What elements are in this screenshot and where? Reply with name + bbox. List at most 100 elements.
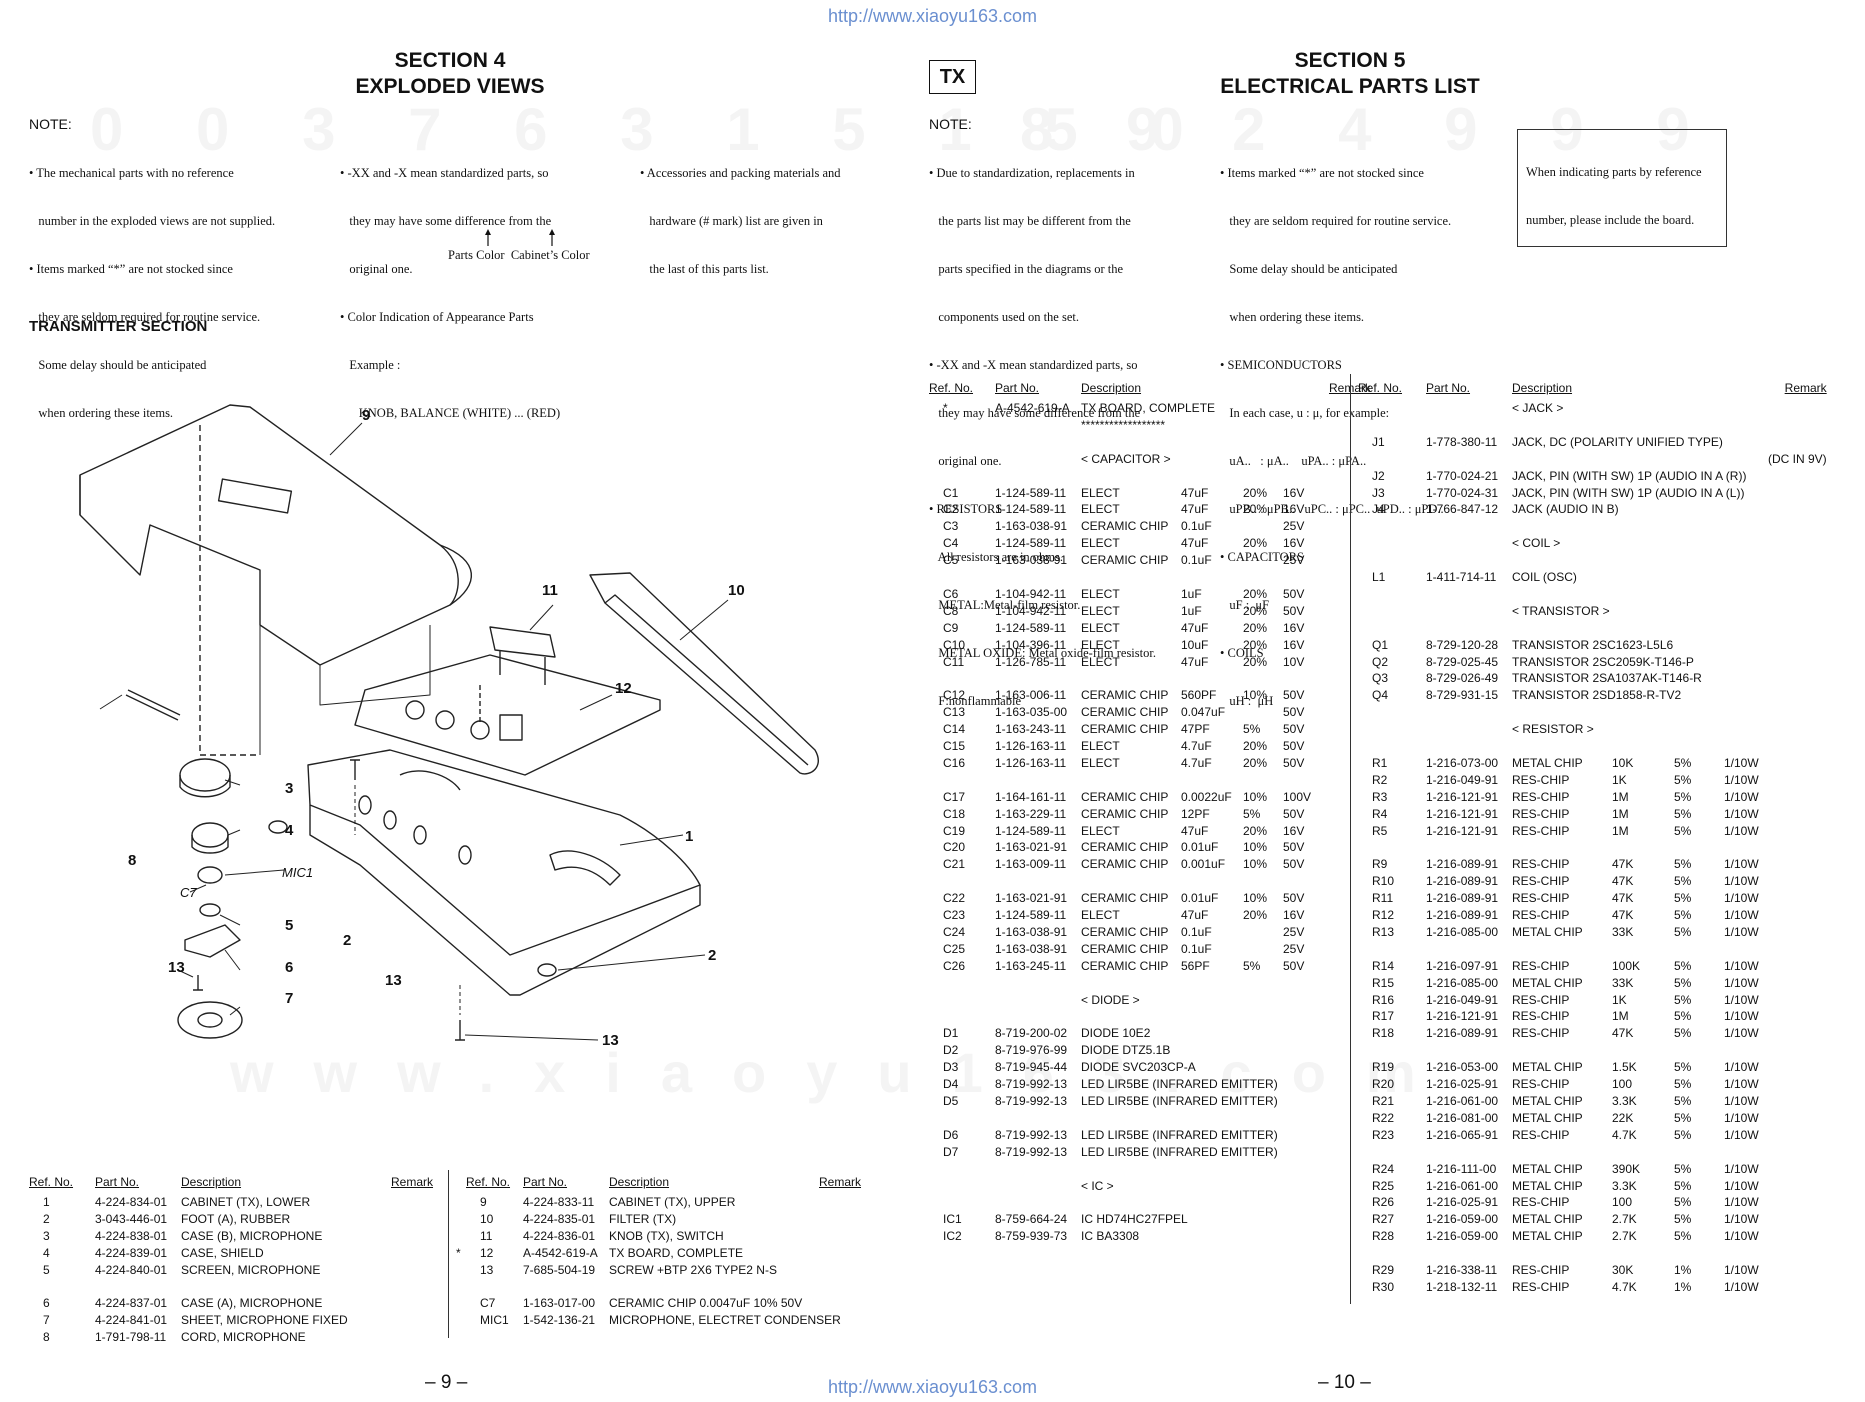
table-cell: 1/10W — [1724, 823, 1759, 838]
table-cell: 390K — [1612, 1161, 1641, 1176]
table-cell — [929, 569, 995, 586]
table-cell: RES-CHIP — [1512, 1263, 1570, 1278]
table-cell: 5% — [1674, 789, 1692, 804]
table-row — [29, 1279, 451, 1296]
table-cell: 100K — [1612, 958, 1641, 973]
table-cell: 1/10W — [1724, 1212, 1759, 1227]
table-cell: JACK, PIN (WITH SW) 1P (AUDIO IN A (R)) — [1512, 468, 1747, 483]
table-cell: 1-216-097-91 — [1426, 958, 1499, 973]
top-url[interactable]: http://www.xiaoyu163.com — [827, 6, 1038, 26]
table-row: < COIL > — [1358, 535, 1827, 552]
left-note-col2: • -XX and -X mean standardized parts, so… — [340, 133, 560, 437]
table-cell: 2 — [43, 1211, 50, 1226]
table-cell — [1081, 569, 1181, 586]
col-description: Description — [1512, 380, 1573, 395]
table-cell — [1512, 1144, 1612, 1161]
table-cell: 13 — [480, 1262, 494, 1277]
table-row — [929, 569, 1371, 586]
table-cell: LED LIR5BE (INFRARED EMITTER) — [1081, 1077, 1278, 1092]
table-cell: 1-216-121-91 — [1426, 806, 1499, 821]
col-description: Description — [181, 1174, 242, 1189]
table-cell — [929, 1178, 995, 1195]
table-cell: 30K — [1612, 1263, 1634, 1278]
table-cell: CERAMIC CHIP — [1081, 958, 1169, 973]
table-cell — [1283, 451, 1319, 468]
note-line: uF : μF — [1220, 598, 1270, 612]
table-cell: TRANSISTOR 2SC1623-L5L6 — [1512, 637, 1674, 652]
col-part-no: Part No. — [995, 380, 1040, 395]
table-cell — [1768, 941, 1827, 958]
note-line: All resistors are in ohms. — [929, 550, 1064, 564]
callout-1: 1 — [685, 828, 693, 845]
table-cell: C26 — [943, 958, 966, 973]
note-line: Example : — [340, 358, 401, 372]
table-cell — [1724, 535, 1768, 552]
table-cell: TX BOARD, COMPLETE — [609, 1245, 744, 1260]
table-cell — [1243, 670, 1283, 687]
table-cell: SHEET, MICROPHONE FIXED — [181, 1313, 348, 1328]
table-cell: < COIL > — [1512, 536, 1561, 551]
table-cell — [1283, 1194, 1319, 1211]
table-cell — [1612, 704, 1674, 721]
table-cell: 0.1uF — [1181, 519, 1212, 534]
table-cell: CASE, SHIELD — [181, 1245, 264, 1260]
table-cell — [1768, 1178, 1827, 1195]
table-cell — [1181, 975, 1243, 992]
callout-10: 10 — [728, 582, 745, 599]
table-cell — [929, 1110, 995, 1127]
callout-3: 3 — [285, 780, 293, 797]
table-cell — [1612, 569, 1674, 586]
table-cell — [1674, 400, 1724, 417]
table-cell: R2 — [1372, 772, 1388, 787]
table-cell: SCREEN, MICROPHONE — [181, 1262, 321, 1277]
table-cell — [1243, 518, 1283, 535]
table-row — [929, 670, 1371, 687]
table-cell — [1283, 1161, 1319, 1178]
table-cell: C3 — [943, 519, 959, 534]
table-cell: LED LIR5BE (INFRARED EMITTER) — [1081, 1127, 1278, 1142]
table-cell — [1674, 552, 1724, 569]
table-cell: RES-CHIP — [1512, 1077, 1570, 1092]
table-cell — [1724, 839, 1768, 856]
table-cell — [995, 1178, 1081, 1195]
watermark-domain: www.xiaoyu163.com — [230, 1041, 1456, 1104]
table-cell — [1768, 603, 1827, 620]
table-cell: IC HD74HC27FPEL — [1081, 1212, 1188, 1227]
table-cell — [1283, 873, 1319, 890]
table-cell: 1/10W — [1724, 924, 1759, 939]
col-description: Description — [1081, 380, 1142, 395]
table-cell — [1181, 1194, 1243, 1211]
table-cell: < TRANSISTOR > — [1512, 603, 1610, 618]
table-cell — [1674, 721, 1724, 738]
table-cell: < IC > — [1081, 1178, 1114, 1193]
col-part-no: Part No. — [1426, 380, 1471, 395]
table-cell: C15 — [943, 739, 966, 754]
table-cell: < JACK > — [1512, 401, 1564, 415]
table-row — [1358, 552, 1827, 569]
table-cell: 10% — [1243, 840, 1268, 855]
table-cell: 1-216-089-91 — [1426, 891, 1499, 906]
table-cell: 20% — [1243, 485, 1268, 500]
table-cell — [1358, 400, 1426, 417]
table-cell — [1768, 434, 1827, 451]
table-cell: ELECT — [1081, 502, 1120, 517]
note-line: hardware (# mark) list are given in — [640, 214, 823, 228]
table-cell: C14 — [943, 722, 966, 737]
bottom-url[interactable]: http://www.xiaoyu163.com — [827, 1377, 1038, 1397]
note-line: Some delay should be anticipated — [1220, 262, 1398, 276]
table-cell: 1-770-024-31 — [1426, 485, 1499, 500]
table-cell — [1768, 1262, 1827, 1279]
callout-13: 13 — [602, 1032, 619, 1049]
table-cell — [1768, 907, 1827, 924]
table-cell: 50V — [1283, 688, 1305, 703]
table-cell: 50V — [1283, 586, 1305, 601]
table-cell — [1512, 552, 1612, 569]
